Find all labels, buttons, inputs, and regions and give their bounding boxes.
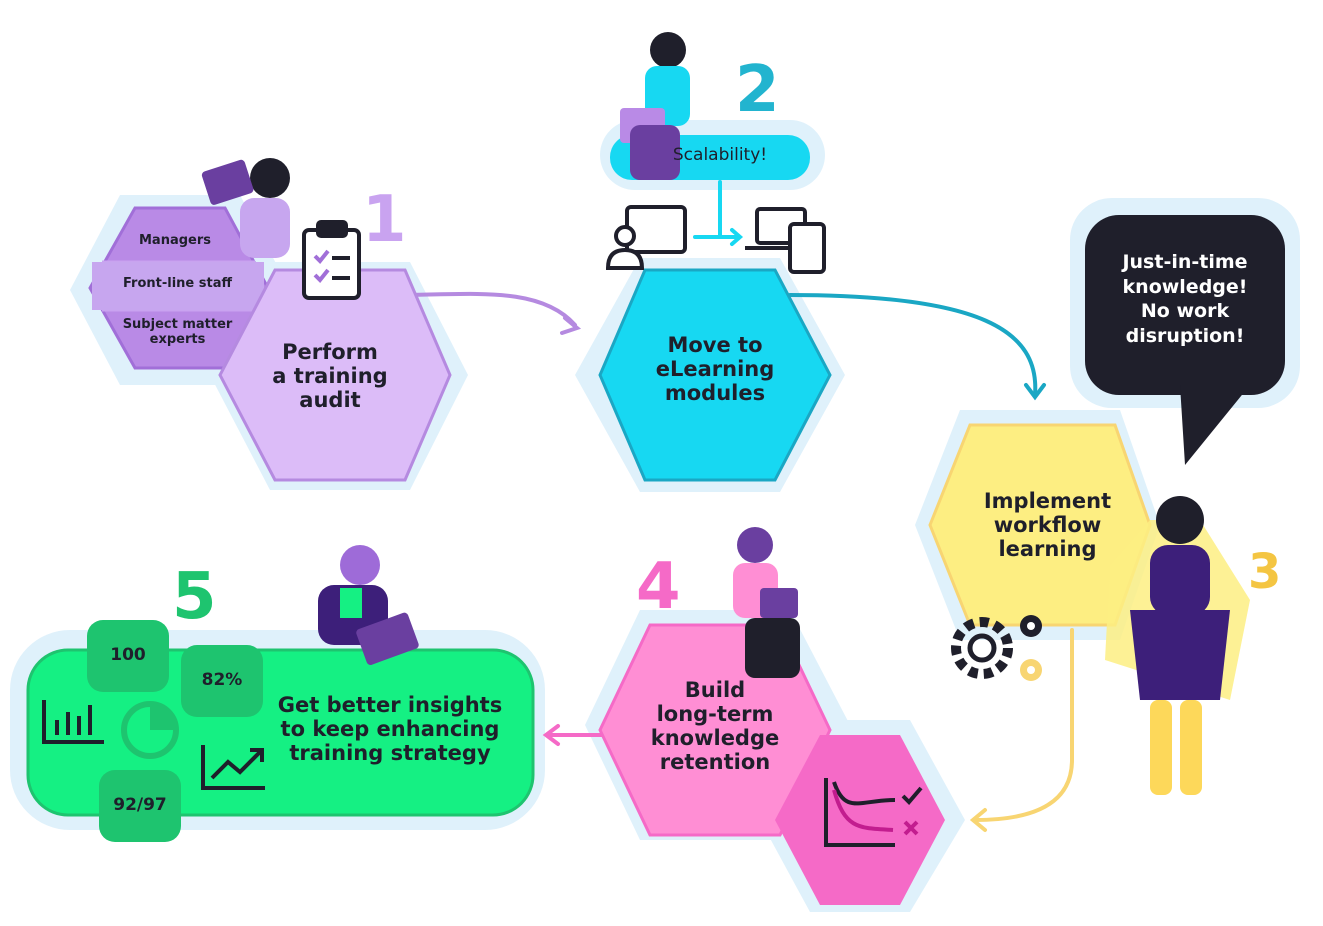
person-with-laptop-1	[201, 158, 290, 258]
retention-curve-hex	[775, 735, 945, 905]
step-1-hex	[218, 268, 452, 482]
superhero-figure	[1105, 496, 1250, 795]
audit-group-front-line-staff: Front-line staff	[122, 276, 233, 291]
speech-bubble-text: Just-in-time knowledge! No work disrupti…	[1122, 251, 1248, 348]
laptop-phone-icon	[745, 207, 826, 274]
arrow-head-1	[560, 316, 582, 335]
step-3-title: Implement workflow learning	[983, 489, 1112, 562]
flow-arrows	[398, 180, 1074, 832]
step-1-number: 1	[362, 183, 407, 257]
audit-group-highlight	[92, 262, 264, 310]
gears-icon	[951, 615, 1042, 681]
arrow-2-to-3	[788, 293, 1038, 397]
user-monitor-icon	[605, 205, 687, 270]
arrow-head-4	[542, 724, 560, 746]
speech-bubble	[1085, 215, 1285, 395]
stat-value-82: 82%	[201, 670, 243, 690]
stat-tile-92-97	[99, 770, 181, 842]
stat-value-92-97: 92/97	[113, 795, 167, 815]
arrow-1-to-2	[398, 291, 577, 327]
trend-up-icon	[201, 745, 265, 790]
person-reading	[733, 527, 800, 678]
person-with-laptop-2	[620, 32, 690, 180]
scalability-label: Scalability!	[672, 145, 768, 165]
forgetting-curve-icon	[824, 778, 923, 847]
arrow-head-2	[1024, 383, 1046, 401]
step-5-number: 5	[172, 560, 217, 634]
pie-chart-icon	[121, 701, 179, 759]
arrow-3-to-4	[973, 628, 1074, 822]
audit-group-subject-matter-experts: Subject matter experts	[122, 317, 233, 347]
step-3-number: 3	[1248, 544, 1282, 600]
arrow-head-3	[969, 808, 987, 832]
step-2-number: 2	[735, 53, 780, 127]
step-1-title: Perform a training audit	[272, 340, 388, 413]
step-4-number: 4	[636, 550, 681, 624]
speech-bubble-tail	[1180, 385, 1250, 465]
audit-group-managers: Managers	[138, 233, 211, 248]
bar-chart-icon	[42, 700, 104, 744]
stat-tile-100	[87, 620, 169, 692]
migrate-arrow-head	[730, 228, 744, 246]
step-5-title: Get better insights to keep enhancing tr…	[277, 693, 503, 766]
step-4-title: Build long-term knowledge retention	[650, 678, 780, 775]
stat-tile-82	[181, 645, 263, 717]
stat-value-100: 100	[110, 645, 146, 665]
clipboard-checklist-icon	[302, 220, 361, 300]
step-2-hex	[598, 268, 832, 482]
step-2-title: Move to eLearning modules	[655, 333, 775, 406]
person-with-laptop-5	[318, 545, 419, 665]
